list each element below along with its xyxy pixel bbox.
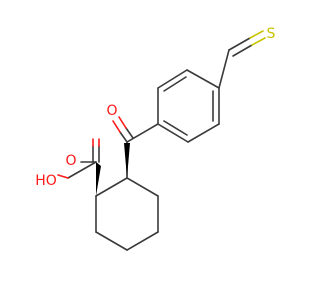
ring-bond xyxy=(95,177,128,197)
ring-bond xyxy=(186,69,220,89)
bond-ch2-ch xyxy=(218,49,230,89)
bond-c-s-2-right xyxy=(251,37,266,46)
benzene-ring xyxy=(157,69,220,143)
hydroxyl-label: HO xyxy=(35,173,57,189)
ketone-group xyxy=(112,116,159,179)
bond-c-s-2-left xyxy=(232,44,253,57)
ketone-oxygen-label: O xyxy=(106,103,117,119)
thioaldehyde-group xyxy=(218,30,266,89)
bond-ring-carbonyl xyxy=(126,123,159,143)
bond-c-o-2-left xyxy=(125,127,134,139)
bond-c-o-1-left xyxy=(119,131,128,143)
bond-c-s-1-left xyxy=(228,37,251,51)
ring-bond xyxy=(95,231,128,251)
ring-bond xyxy=(187,123,220,143)
stereo-wedge-1 xyxy=(124,143,130,178)
ring-double-bond xyxy=(163,76,187,92)
bond-c-oh-right xyxy=(57,174,69,179)
ring-bond xyxy=(126,231,159,251)
cyclohexane-ring xyxy=(95,177,159,251)
bond-c-s-1-right xyxy=(249,30,264,39)
ring-bond xyxy=(126,177,159,197)
bond-c-o-1-right xyxy=(112,120,121,133)
ring-bond xyxy=(157,69,188,89)
ring-bond xyxy=(157,123,189,143)
sulfur-label: S xyxy=(267,26,276,42)
molecule-diagram: S O O HO xyxy=(35,26,276,251)
bond-c-oh-left xyxy=(67,161,97,179)
bond-c-o-2-right xyxy=(118,116,127,129)
structure-svg: S O O HO xyxy=(35,26,276,251)
ring-double-bond xyxy=(163,120,188,136)
stereo-wedge-2 xyxy=(96,162,101,196)
acid-oxygen-label: O xyxy=(65,153,76,169)
carboxylic-acid-group xyxy=(57,138,100,179)
